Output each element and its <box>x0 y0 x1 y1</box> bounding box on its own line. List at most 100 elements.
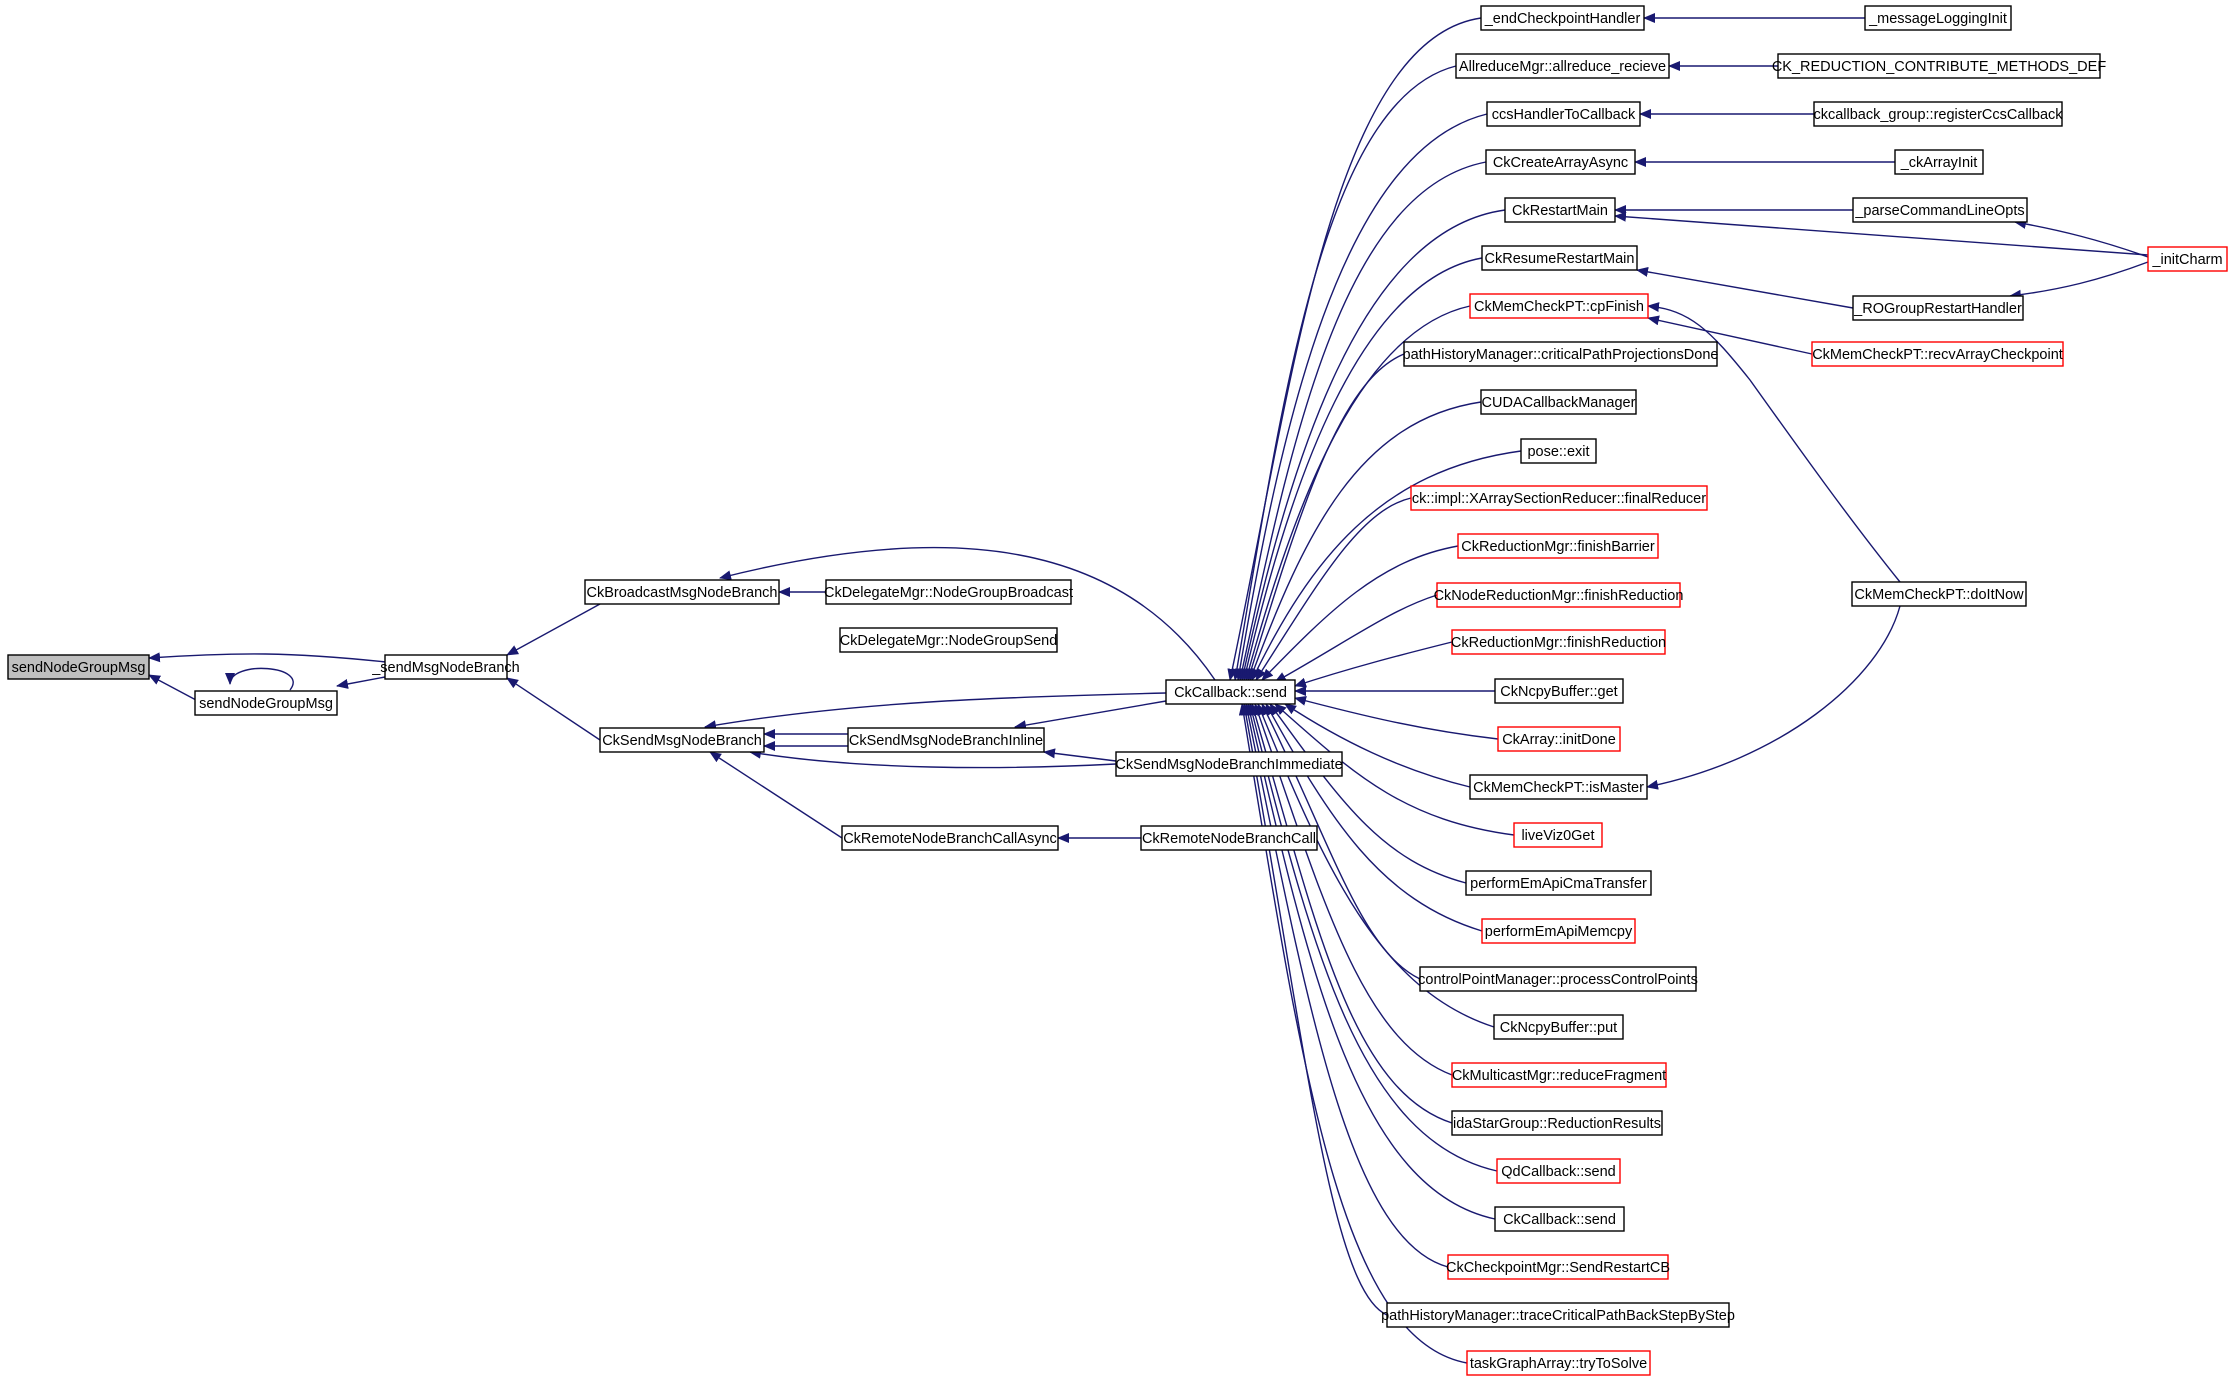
graph-node-phmtcp[interactable]: pathHistoryManager::traceCriticalPathBac… <box>1381 1302 1735 1328</box>
graph-node-crmfr[interactable]: CkReductionMgr::finishReduction <box>1451 629 1666 655</box>
graph-node-cnbput[interactable]: CkNcpyBuffer::put <box>1493 1014 1624 1040</box>
node-label: CkReductionMgr::finishBarrier <box>1461 539 1655 555</box>
graph-node-cnrmfr[interactable]: CkNodeReductionMgr::finishReduction <box>1434 582 1684 608</box>
graph-node-cnbget[interactable]: CkNcpyBuffer::get <box>1494 678 1624 704</box>
graph-node-sngm2[interactable]: sendNodeGroupMsg <box>194 690 338 716</box>
graph-node-root[interactable]: sendNodeGroupMsg <box>7 654 150 680</box>
call-edge-54 <box>1647 315 1813 355</box>
node-label: CkRestartMain <box>1512 203 1608 219</box>
graph-node-cdmngb[interactable]: CkDelegateMgr::NodeGroupBroadcast <box>824 579 1073 605</box>
graph-node-cpmpcp[interactable]: controlPointManager::processControlPoint… <box>1418 966 1698 992</box>
graph-node-xasrfr[interactable]: ck::impl::XArraySectionReducer::finalRed… <box>1410 485 1708 511</box>
node-box <box>1894 149 1984 175</box>
graph-node-smnb[interactable]: _sendMsgNodeBranch <box>371 654 520 680</box>
node-box <box>1115 751 1343 777</box>
graph-node-lv0g[interactable]: liveViz0Get <box>1513 822 1603 848</box>
graph-node-crmfb[interactable]: CkReductionMgr::finishBarrier <box>1457 533 1659 559</box>
node-box <box>1864 5 2012 31</box>
graph-node-peact[interactable]: performEmApiCmaTransfer <box>1465 870 1652 896</box>
node-label: CkNcpyBuffer::put <box>1500 1020 1617 1036</box>
graph-node-crrm[interactable]: CkResumeRestartMain <box>1481 245 1638 271</box>
node-box <box>1504 197 1616 223</box>
node-box <box>1513 822 1603 848</box>
node-box <box>825 579 1072 605</box>
node-box <box>1813 101 2063 127</box>
node-label: performEmApiCmaTransfer <box>1470 876 1647 892</box>
node-box <box>1480 5 1645 31</box>
graph-node-crnbc[interactable]: CkRemoteNodeBranchCall <box>1140 825 1318 851</box>
call-edge-56 <box>1646 605 1901 790</box>
graph-node-chtc[interactable]: ccsHandlerToCallback <box>1486 101 1641 127</box>
node-label: _parseCommandLineOpts <box>1854 203 2024 219</box>
node-label: CkRemoteNodeBranchCallAsync <box>843 831 1057 847</box>
call-edge-32 <box>1284 703 1471 788</box>
edge-layer <box>148 13 2149 1364</box>
graph-node-cbsend2[interactable]: CkCallback::send <box>1494 1206 1625 1232</box>
graph-node-cmcprac[interactable]: CkMemCheckPT::recvArrayCheckpoint <box>1811 341 2064 367</box>
node-label: _messageLoggingInit <box>1868 11 2007 27</box>
call-edge-3 <box>336 676 386 689</box>
graph-node-ccmsrcb[interactable]: CkCheckpointMgr::SendRestartCB <box>1446 1254 1670 1280</box>
node-label: QdCallback::send <box>1501 1164 1615 1180</box>
node-box <box>1469 774 1648 800</box>
node-label: CkCreateArrayAsync <box>1493 155 1628 171</box>
graph-node-cgrcc[interactable]: ckcallback_group::registerCcsCallback <box>1813 101 2063 127</box>
node-label: AllreduceMgr::allreduce_recieve <box>1459 59 1666 75</box>
node-box <box>1811 341 2064 367</box>
graph-node-amar[interactable]: AllreduceMgr::allreduce_recieve <box>1455 53 1670 79</box>
call-edge-33 <box>1274 703 1515 836</box>
graph-node-pclo[interactable]: _parseCommandLineOpts <box>1852 197 2028 223</box>
graph-node-mli[interactable]: _messageLoggingInit <box>1864 5 2012 31</box>
node-label: pathHistoryManager::traceCriticalPathBac… <box>1381 1308 1735 1324</box>
graph-node-csmnbimm[interactable]: CkSendMsgNodeBranchImmediate <box>1115 751 1343 777</box>
graph-node-ech[interactable]: _endCheckpointHandler <box>1480 5 1645 31</box>
node-label: idaStarGroup::ReductionResults <box>1453 1116 1661 1132</box>
node-box <box>1469 293 1649 319</box>
graph-node-pexit[interactable]: pose::exit <box>1520 438 1597 464</box>
graph-node-ccaa[interactable]: CkCreateArrayAsync <box>1485 149 1636 175</box>
graph-node-csmnbi[interactable]: CkSendMsgNodeBranchInline <box>847 727 1045 753</box>
call-edge-41 <box>1245 703 1496 1220</box>
node-box <box>384 654 508 680</box>
graph-node-cmcpim[interactable]: CkMemCheckPT::isMaster <box>1469 774 1648 800</box>
call-edge-40 <box>1247 703 1498 1172</box>
graph-node-tgats[interactable]: taskGraphArray::tryToSolve <box>1466 1350 1651 1376</box>
node-box <box>1851 581 2027 607</box>
node-label: CkDelegateMgr::NodeGroupBroadcast <box>824 585 1073 601</box>
graph-node-crm[interactable]: CkRestartMain <box>1504 197 1616 223</box>
node-box <box>1455 53 1670 79</box>
call-edge-35 <box>1265 703 1483 932</box>
call-edge-51 <box>2014 219 2149 258</box>
graph-node-phmcppd[interactable]: pathHistoryManager::criticalPathProjecti… <box>1403 341 1719 367</box>
graph-node-crnbca[interactable]: CkRemoteNodeBranchCallAsync <box>841 825 1059 851</box>
graph-node-cbsend[interactable]: CkCallback::send <box>1165 679 1296 705</box>
graph-node-csmnb[interactable]: CkSendMsgNodeBranch <box>599 727 765 753</box>
node-label: controlPointManager::processControlPoint… <box>1418 972 1698 988</box>
node-box <box>1447 1254 1669 1280</box>
node-label: CkResumeRestartMain <box>1485 251 1635 267</box>
call-edge-23 <box>1246 353 1405 681</box>
node-label: pose::exit <box>1527 444 1589 460</box>
graph-node-ic[interactable]: _initCharm <box>2147 246 2228 272</box>
graph-node-isgrr[interactable]: idaStarGroup::ReductionResults <box>1451 1110 1663 1136</box>
call-edge-26 <box>1255 497 1412 681</box>
graph-node-rgrh[interactable]: _ROGroupRestartHandler <box>1852 295 2024 321</box>
graph-node-cmcpdin[interactable]: CkMemCheckPT::doItNow <box>1851 581 2027 607</box>
graph-node-cmcpf[interactable]: CkMemCheckPT::cpFinish <box>1469 293 1649 319</box>
graph-node-peamc[interactable]: performEmApiMemcpy <box>1481 918 1636 944</box>
node-label: CUDACallbackManager <box>1482 395 1636 411</box>
node-label: _initCharm <box>2151 252 2222 268</box>
graph-node-caid[interactable]: CkArray::initDone <box>1497 726 1621 752</box>
graph-node-cdmngs[interactable]: CkDelegateMgr::NodeGroupSend <box>839 627 1058 653</box>
graph-node-crcmd[interactable]: CK_REDUCTION_CONTRIBUTE_METHODS_DEF <box>1772 53 2106 79</box>
node-box <box>1520 438 1597 464</box>
graph-node-cbmnb[interactable]: CkBroadcastMsgNodeBranch <box>584 579 780 605</box>
graph-node-cmmrf[interactable]: CkMulticastMgr::reduceFragment <box>1451 1062 1667 1088</box>
node-box <box>2147 246 2228 272</box>
graph-node-cudacm[interactable]: CUDACallbackManager <box>1480 389 1637 415</box>
node-label: ckcallback_group::registerCcsCallback <box>1813 107 2063 123</box>
call-edge-17 <box>1231 65 1457 681</box>
graph-node-qdcs[interactable]: QdCallback::send <box>1496 1158 1621 1184</box>
graph-node-cai[interactable]: _ckArrayInit <box>1894 149 1984 175</box>
